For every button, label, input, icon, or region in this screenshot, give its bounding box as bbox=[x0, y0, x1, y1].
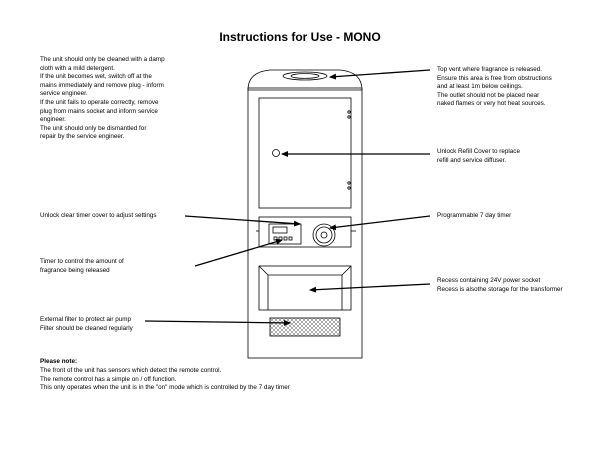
note-top-vent: Top vent where fragrance is released. En… bbox=[437, 66, 552, 108]
arrow-timer-cover bbox=[184, 215, 301, 227]
note-recess: Recess containing 24V power socket Reces… bbox=[437, 277, 563, 293]
timer-panel bbox=[258, 216, 352, 248]
digital-timer bbox=[268, 223, 302, 245]
note-timer-cover: Unlock clear timer cover to adjust setti… bbox=[40, 212, 157, 219]
note-filter: External filter to protect air pump Filt… bbox=[40, 316, 133, 332]
arrow-filter bbox=[144, 319, 291, 326]
page-title: Instructions for Use - MONO bbox=[219, 30, 381, 44]
top-vent bbox=[282, 71, 328, 81]
note-refill-cover: Unlock Refill Cover to replace refill an… bbox=[437, 148, 520, 164]
dial-timer bbox=[312, 223, 336, 247]
unit-cabinet bbox=[247, 69, 363, 359]
note-please-heading: Please note: bbox=[40, 358, 78, 365]
arrow-programmable-timer bbox=[329, 215, 431, 231]
arrow-fragrance-timer bbox=[194, 238, 283, 267]
cabinet-body bbox=[247, 87, 363, 359]
note-cleaning: The unit should only be cleaned with a d… bbox=[40, 56, 165, 141]
arrow-recess bbox=[309, 283, 431, 293]
refill-cover bbox=[258, 97, 352, 209]
refill-lock bbox=[272, 149, 280, 157]
callout-arrows bbox=[144, 69, 431, 326]
top-cap bbox=[247, 69, 363, 91]
arrow-top-vent bbox=[329, 69, 431, 80]
filter bbox=[269, 317, 341, 337]
note-fragrance-timer: Timer to control the amount of fragrance… bbox=[40, 258, 124, 274]
note-please-body: The front of the unit has sensors which … bbox=[40, 367, 290, 392]
note-programmable-timer: Programmable 7 day timer bbox=[437, 212, 512, 219]
